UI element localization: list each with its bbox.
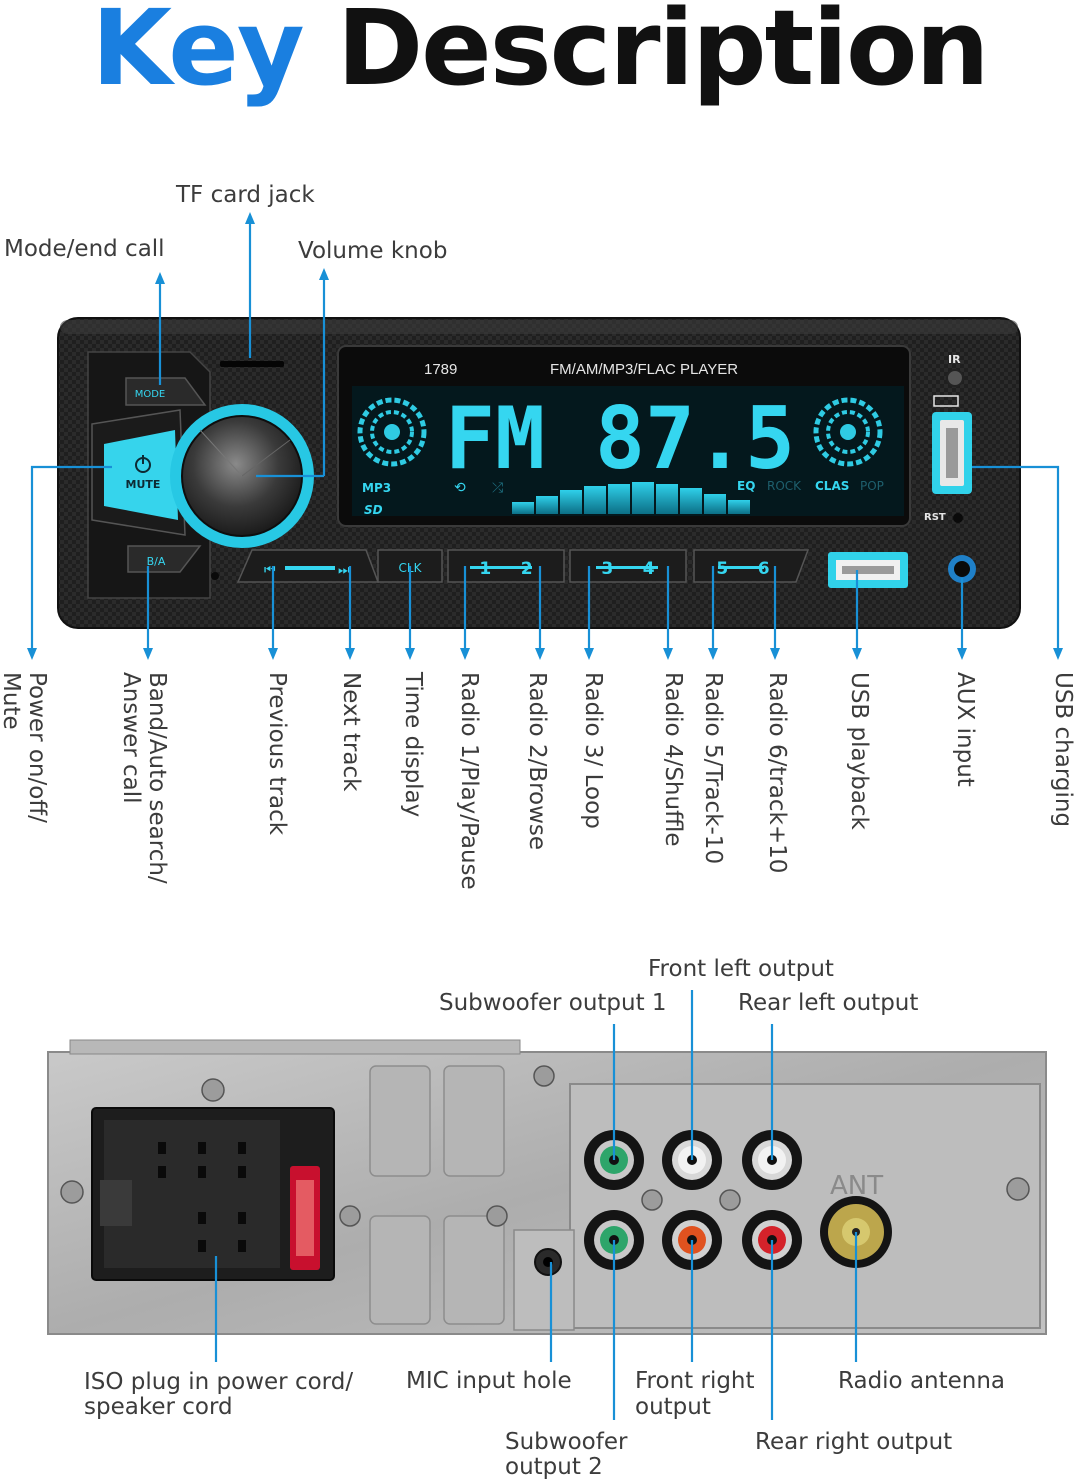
label-radio-6: Radio 6/track+10 [764, 672, 790, 873]
ir-sensor [946, 369, 964, 387]
front-panel: MODE MUTE B/A 1789 FM/AM/MP3/FLAC PLAYER [57, 317, 1021, 629]
ba-button[interactable]: B/A [127, 545, 202, 573]
rock-indicator: ROCK [767, 479, 802, 493]
screw [533, 1065, 555, 1087]
sd-indicator: SD [364, 503, 383, 517]
mute-button[interactable]: MUTE [91, 409, 186, 536]
label-radio-antenna: Radio antenna [838, 1368, 1005, 1394]
label-subwoofer-2-2: output 2 [505, 1454, 603, 1480]
label-next-track: Next track [338, 672, 364, 792]
display-frequency: FM 87.5 [445, 389, 795, 489]
label-time-display: Time display [400, 671, 426, 817]
loop-icon: ⟲ [454, 480, 466, 496]
back-callouts [214, 990, 858, 1420]
screw [1006, 1177, 1030, 1201]
label-subwoofer-output-1: Subwoofer output 1 [439, 990, 667, 1016]
eq-indicator: EQ [737, 479, 755, 493]
front-callouts [27, 212, 1063, 660]
ir-label: IR [948, 353, 961, 366]
label-mode-end-call: Mode/end call [4, 236, 165, 262]
radio-5-6-label: 5 6 [716, 559, 769, 579]
label-radio-5: Radio 5/Track-10 [700, 672, 726, 864]
volume-knob[interactable] [170, 404, 314, 548]
label-radio-4: Radio 4/Shuffle [660, 672, 686, 846]
label-subwoofer-2-1: Subwoofer [505, 1429, 628, 1455]
eq-spectrum [512, 482, 750, 514]
radio-3-4-button[interactable]: 3 4 [569, 549, 687, 583]
label-front-left-output: Front left output [648, 956, 834, 982]
mode-button[interactable]: MODE [125, 377, 207, 406]
screw [339, 1205, 361, 1227]
label-power-2: Mute [0, 672, 24, 730]
label-band-1: Band/Auto search/ [144, 672, 170, 884]
radio-1-2-button[interactable]: 1 2 [447, 549, 565, 583]
page-title: Key Description [0, 0, 1079, 111]
mic-hole-front [211, 572, 219, 580]
prev-icon: ⏮ [264, 563, 276, 578]
label-front-right-2: output [635, 1394, 711, 1420]
device-model: 1789 [424, 361, 457, 378]
radio-3-4-label: 3 4 [601, 559, 654, 579]
back-panel: ANT [47, 1039, 1047, 1335]
shuffle-icon: ⤮ [492, 480, 503, 496]
label-mic-input-hole: MIC input hole [406, 1368, 572, 1394]
rst-label: RST [924, 512, 946, 523]
led-ring-left [357, 397, 427, 467]
title-description: Description [336, 0, 990, 109]
screw [719, 1189, 741, 1211]
label-rear-right-output: Rear right output [755, 1429, 952, 1455]
label-radio-2: Radio 2/Browse [524, 672, 550, 850]
iso-connector[interactable] [91, 1107, 335, 1281]
label-previous-track: Previous track [264, 672, 290, 836]
mp3-indicator: MP3 [362, 481, 391, 495]
label-front-right-1: Front right [635, 1368, 755, 1394]
usb-playback-port[interactable] [828, 552, 908, 588]
label-power-1: Power on/off/ [24, 672, 50, 823]
mode-button-label: MODE [135, 389, 166, 400]
screw [60, 1180, 84, 1204]
prev-next-button[interactable]: ⏮ ⏭ [236, 549, 380, 583]
label-usb-playback: USB playback [846, 672, 872, 831]
screw [486, 1205, 508, 1227]
led-ring-right [813, 397, 883, 467]
label-radio-3: Radio 3/ Loop [580, 672, 606, 829]
label-volume-knob: Volume knob [298, 238, 447, 264]
label-aux-input: AUX input [952, 672, 978, 787]
ba-button-label: B/A [147, 555, 166, 568]
tf-card-slot[interactable] [220, 361, 284, 367]
clas-indicator: CLAS [815, 479, 849, 493]
device-header: FM/AM/MP3/FLAC PLAYER [550, 361, 738, 378]
label-radio-1: Radio 1/Play/Pause [456, 672, 482, 890]
radio-5-6-button[interactable]: 5 6 [693, 549, 810, 583]
label-tf-card: TF card jack [175, 182, 315, 208]
screw [641, 1189, 663, 1211]
radio-1-2-label: 1 2 [479, 559, 532, 579]
ant-marking: ANT [830, 1171, 883, 1201]
label-rear-left-output: Rear left output [738, 990, 918, 1016]
title-key: Key [91, 0, 305, 109]
rst-button[interactable] [953, 513, 963, 523]
pop-indicator: POP [860, 479, 884, 493]
next-icon: ⏭ [338, 563, 350, 578]
label-iso-plug-2: speaker cord [84, 1394, 233, 1420]
label-usb-charging: USB charging [1050, 672, 1076, 827]
label-band-2: Answer call [118, 672, 144, 804]
screw [201, 1078, 225, 1102]
label-iso-plug-1: ISO plug in power cord/ [84, 1369, 353, 1395]
mute-button-label: MUTE [126, 478, 161, 491]
battery-icon [933, 395, 959, 407]
aux-jack[interactable] [948, 555, 976, 583]
